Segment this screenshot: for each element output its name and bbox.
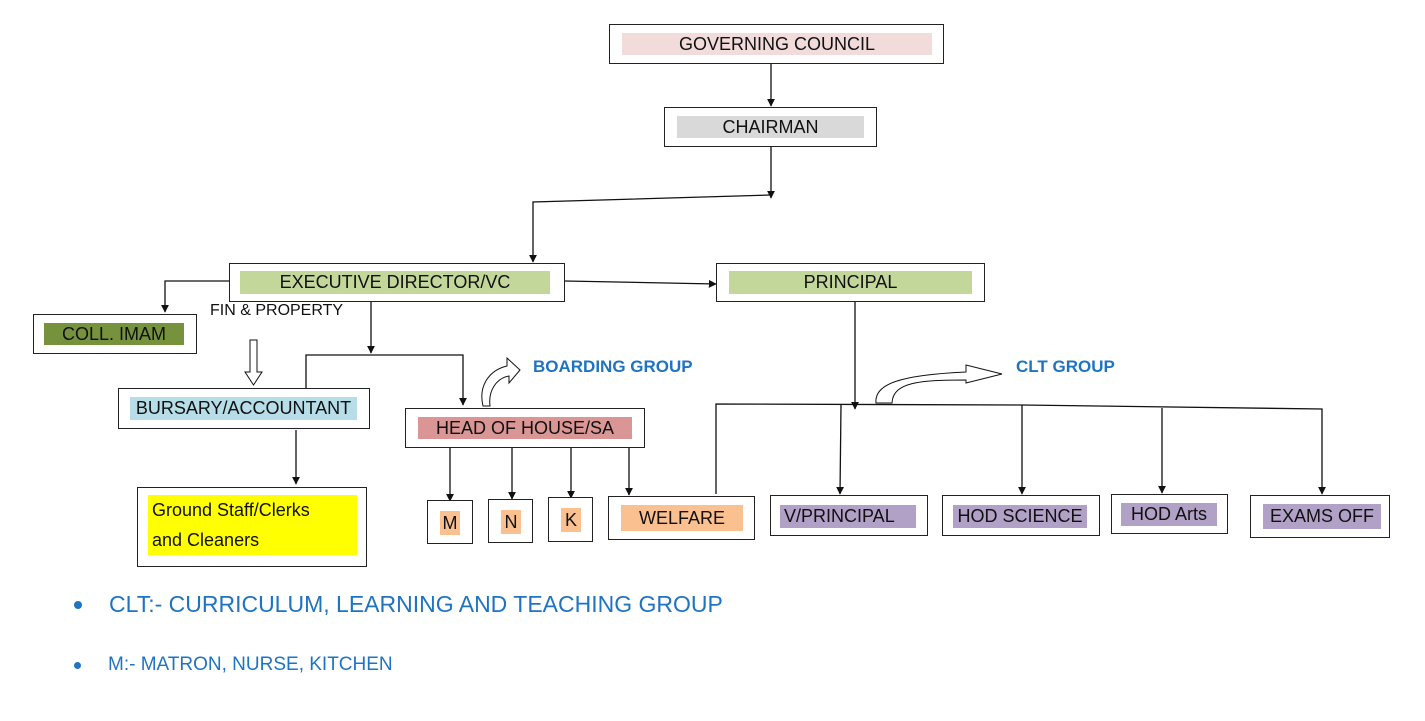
exams-off-label: EXAMS OFF	[1263, 504, 1381, 529]
ground-staff-line-1: Ground Staff/Clerks	[152, 500, 310, 520]
node-v-principal: V/PRINCIPAL	[770, 495, 928, 536]
hod-science-label: HOD SCIENCE	[953, 505, 1087, 528]
arrow-executive-to-imam	[161, 280, 229, 313]
boarding-group-label: BOARDING GROUP	[533, 357, 693, 376]
v-principal-label: V/PRINCIPAL	[780, 505, 916, 528]
clt-bus-line	[715, 403, 1326, 495]
node-chairman: CHAIRMAN	[664, 107, 877, 147]
head-of-house-label: HEAD OF HOUSE/SA	[418, 417, 632, 439]
node-welfare: WELFARE	[608, 496, 755, 540]
chairman-label: CHAIRMAN	[677, 116, 864, 138]
node-k: K	[548, 497, 593, 542]
bullet-icon	[74, 600, 82, 609]
fin-property-label: FIN & PROPERTY	[210, 302, 344, 319]
curved-arrow-clt-icon	[875, 364, 1003, 404]
note-clt: CLT:- CURRICULUM, LEARNING AND TEACHING …	[74, 591, 723, 618]
note-m: M:- MATRON, NURSE, KITCHEN	[74, 654, 393, 676]
arrow-to-vprincipal	[836, 404, 845, 495]
governing-council-label: GOVERNING COUNCIL	[622, 33, 932, 55]
bursary-label: BURSARY/ACCOUNTANT	[130, 397, 357, 420]
ground-staff-line-2: and Cleaners	[152, 530, 260, 550]
node-exams-off: EXAMS OFF	[1250, 495, 1390, 538]
node-n: N	[488, 499, 533, 543]
note-clt-text: CLT:- CURRICULUM, LEARNING AND TEACHING …	[109, 591, 723, 617]
k-label: K	[561, 508, 581, 532]
note-m-text: M:- MATRON, NURSE, KITCHEN	[108, 654, 393, 675]
node-coll-imam: COLL. IMAM	[33, 314, 197, 354]
m-label: M	[440, 511, 460, 535]
n-label: N	[501, 510, 521, 534]
node-m: M	[427, 500, 473, 544]
node-governing-council: GOVERNING COUNCIL	[609, 24, 944, 64]
node-principal: PRINCIPAL	[716, 263, 985, 302]
node-hod-science: HOD SCIENCE	[942, 495, 1100, 536]
curved-arrow-boarding-icon	[481, 356, 521, 407]
arrow-executive-to-principal	[564, 279, 717, 288]
branch-line-boarding	[305, 354, 467, 406]
clt-group-label: CLT GROUP	[1016, 357, 1115, 376]
arrow-to-executive	[529, 194, 772, 263]
bullet-icon	[74, 661, 81, 669]
hod-arts-label: HOD Arts	[1121, 503, 1217, 526]
principal-label: PRINCIPAL	[729, 271, 972, 294]
node-head-of-house: HEAD OF HOUSE/SA	[405, 408, 645, 448]
node-executive-director: EXECUTIVE DIRECTOR/VC	[229, 263, 565, 302]
node-hod-arts: HOD Arts	[1111, 494, 1228, 534]
executive-director-label: EXECUTIVE DIRECTOR/VC	[240, 271, 550, 294]
node-bursary: BURSARY/ACCOUNTANT	[118, 388, 370, 429]
ground-staff-label: Ground Staff/Clerks and Cleaners	[148, 495, 357, 555]
coll-imam-label: COLL. IMAM	[44, 323, 184, 345]
node-ground-staff: Ground Staff/Clerks and Cleaners	[137, 487, 367, 567]
hollow-down-arrow-icon	[244, 339, 263, 386]
welfare-label: WELFARE	[621, 505, 743, 531]
